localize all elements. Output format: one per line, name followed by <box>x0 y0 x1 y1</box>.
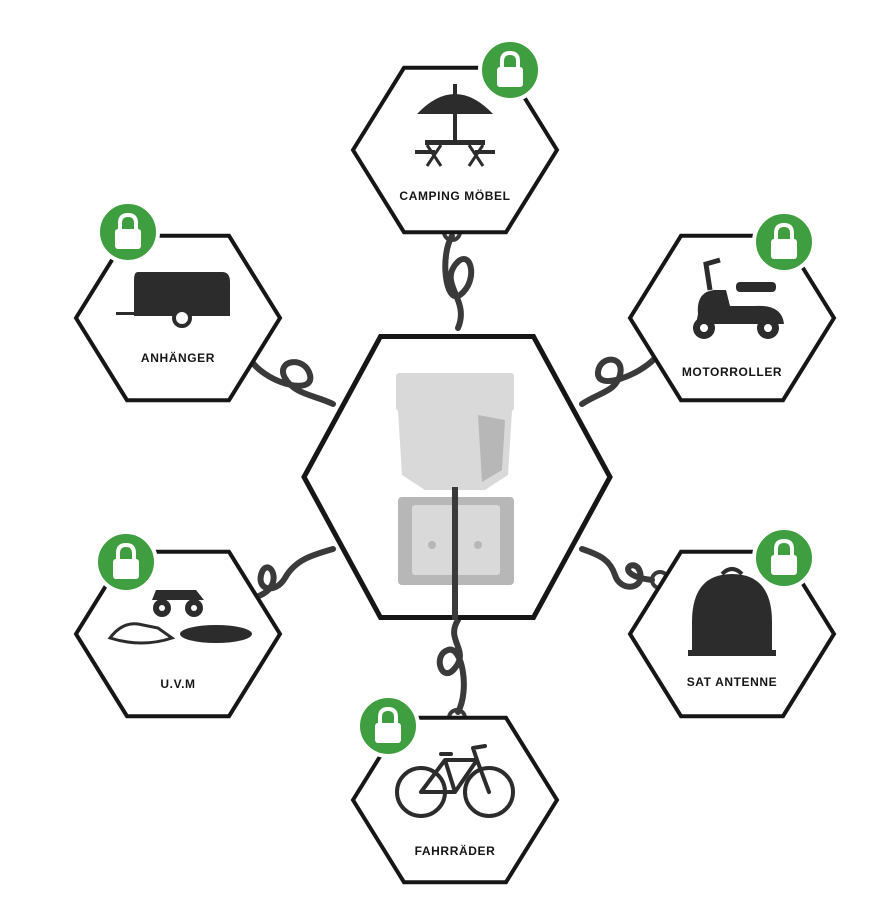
cable-sat <box>579 546 670 590</box>
lock-badge-sat <box>752 526 816 590</box>
node-label-sat: SAT ANTENNE <box>687 675 778 689</box>
lock-badge-trailer <box>96 200 160 264</box>
node-trailer: ANHÄNGER <box>73 200 283 403</box>
cable-camping <box>442 222 475 331</box>
lock-badge-scooter <box>752 210 816 274</box>
node-sat: SAT ANTENNE <box>627 526 837 719</box>
node-label-camping: CAMPING MÖBEL <box>399 188 510 203</box>
padlock-icon <box>115 212 141 249</box>
node-label-scooter: MOTORROLLER <box>682 365 782 379</box>
satellite-dome-icon <box>688 567 776 656</box>
quad-jetski-board-icon <box>107 590 252 645</box>
node-uvm: U.V.M <box>73 530 283 719</box>
node-label-trailer: ANHÄNGER <box>141 350 215 365</box>
padlock-icon <box>497 50 523 87</box>
lock-badge-bikes <box>356 694 420 758</box>
outer-nodes: CAMPING MÖBEL ANHÄNGER MOTORROLLER U.V.M SAT… <box>73 38 837 885</box>
node-camping: CAMPING MÖBEL <box>350 38 560 235</box>
hexagon-bikes <box>350 715 560 885</box>
center-lock-box-node <box>301 334 613 620</box>
padlock-icon <box>113 542 139 579</box>
trailer-icon <box>116 272 230 328</box>
picnic-table-icon <box>415 84 495 167</box>
lock-badge-camping <box>478 38 542 102</box>
cable-bikes <box>436 617 467 728</box>
padlock-icon <box>771 222 797 259</box>
lock-badge-uvm <box>94 530 158 594</box>
node-label-uvm: U.V.M <box>160 677 195 691</box>
padlock-icon <box>771 538 797 575</box>
padlock-icon <box>375 706 401 743</box>
bicycle-icon <box>395 744 515 818</box>
node-bikes: FAHRRÄDER <box>350 694 560 885</box>
node-scooter: MOTORROLLER <box>627 210 837 403</box>
lock-box-icon <box>396 373 514 620</box>
node-label-bikes: FAHRRÄDER <box>415 843 496 858</box>
scooter-icon <box>693 257 784 339</box>
